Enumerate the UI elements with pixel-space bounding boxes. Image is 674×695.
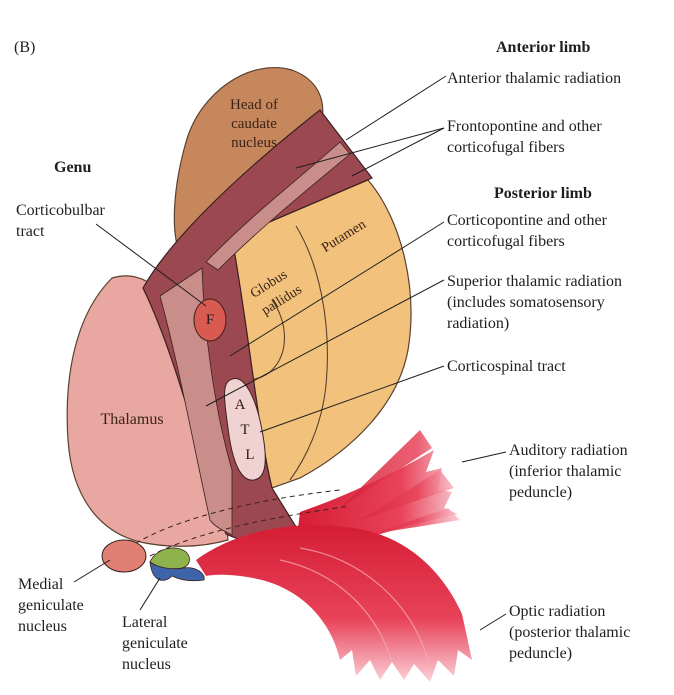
label-medial-geniculate-line3: nucleus <box>18 618 67 635</box>
putamen-pallidus-border <box>289 225 328 481</box>
heading-genu: Genu <box>54 159 92 176</box>
label-corticopontine-line2: corticofugal fibers <box>447 233 565 250</box>
label-auditory-line1: Auditory radiation <box>509 442 628 459</box>
heading-anterior-limb: Anterior limb <box>496 39 591 56</box>
f-marker-label: F <box>205 312 215 328</box>
lateral-geniculate-blue <box>149 561 205 582</box>
label-corticobulbar-line1: Corticobulbar <box>16 202 105 219</box>
label-superior-thalamic-line3: radiation) <box>447 315 510 332</box>
f-marker-ellipse <box>193 298 227 342</box>
heading-posterior-limb: Posterior limb <box>494 185 592 202</box>
label-superior-thalamic-line2: (includes somatosensory <box>447 294 605 311</box>
label-lateral-geniculate-line1: Lateral <box>122 614 168 631</box>
label-anterior-thalamic-radiation: Anterior thalamic radiation <box>447 70 622 87</box>
label-corticopontine-line1: Corticopontine and other <box>447 212 607 229</box>
panel-label: (B) <box>14 39 36 56</box>
label-optic-line1: Optic radiation <box>509 603 606 620</box>
label-medial-geniculate-line1: Medial <box>18 576 64 593</box>
label-frontopontine-line2: corticofugal fibers <box>447 139 565 156</box>
label-medial-geniculate-line2: geniculate <box>18 597 84 614</box>
label-corticobulbar-line2: tract <box>16 223 45 240</box>
medial-geniculate-shape <box>101 539 147 573</box>
label-auditory-line3: peduncle) <box>509 484 573 501</box>
label-corticospinal-tract: Corticospinal tract <box>447 358 566 375</box>
optic-radiation <box>196 525 472 682</box>
label-superior-thalamic-line1: Superior thalamic radiation <box>447 273 623 290</box>
atl-marker-a: A <box>234 397 246 413</box>
caudate-label-line3: nucleus <box>231 135 277 151</box>
caudate-label-line2: caudate <box>231 116 277 132</box>
thalamus-label: Thalamus <box>100 411 164 428</box>
atl-marker-l: L <box>245 447 255 463</box>
label-auditory-line2: (inferior thalamic <box>509 463 622 480</box>
dashed-auditory-path <box>127 489 341 549</box>
anterior-limb-light-band <box>205 141 351 271</box>
posterior-limb-light-band <box>159 267 233 536</box>
dashed-optic-path <box>149 505 351 557</box>
label-optic-line3: peduncle) <box>509 645 573 662</box>
label-frontopontine-line1: Frontopontine and other <box>447 118 602 135</box>
auditory-radiation <box>296 430 460 549</box>
label-lateral-geniculate-line3: nucleus <box>122 656 171 673</box>
atl-marker-shape <box>224 378 266 481</box>
label-lateral-geniculate-line2: geniculate <box>122 635 188 652</box>
label-optic-line2: (posterior thalamic <box>509 624 631 641</box>
leader-lines <box>73 75 507 631</box>
caudate-label-line1: Head of <box>230 97 278 113</box>
atl-marker-t: T <box>240 422 250 438</box>
